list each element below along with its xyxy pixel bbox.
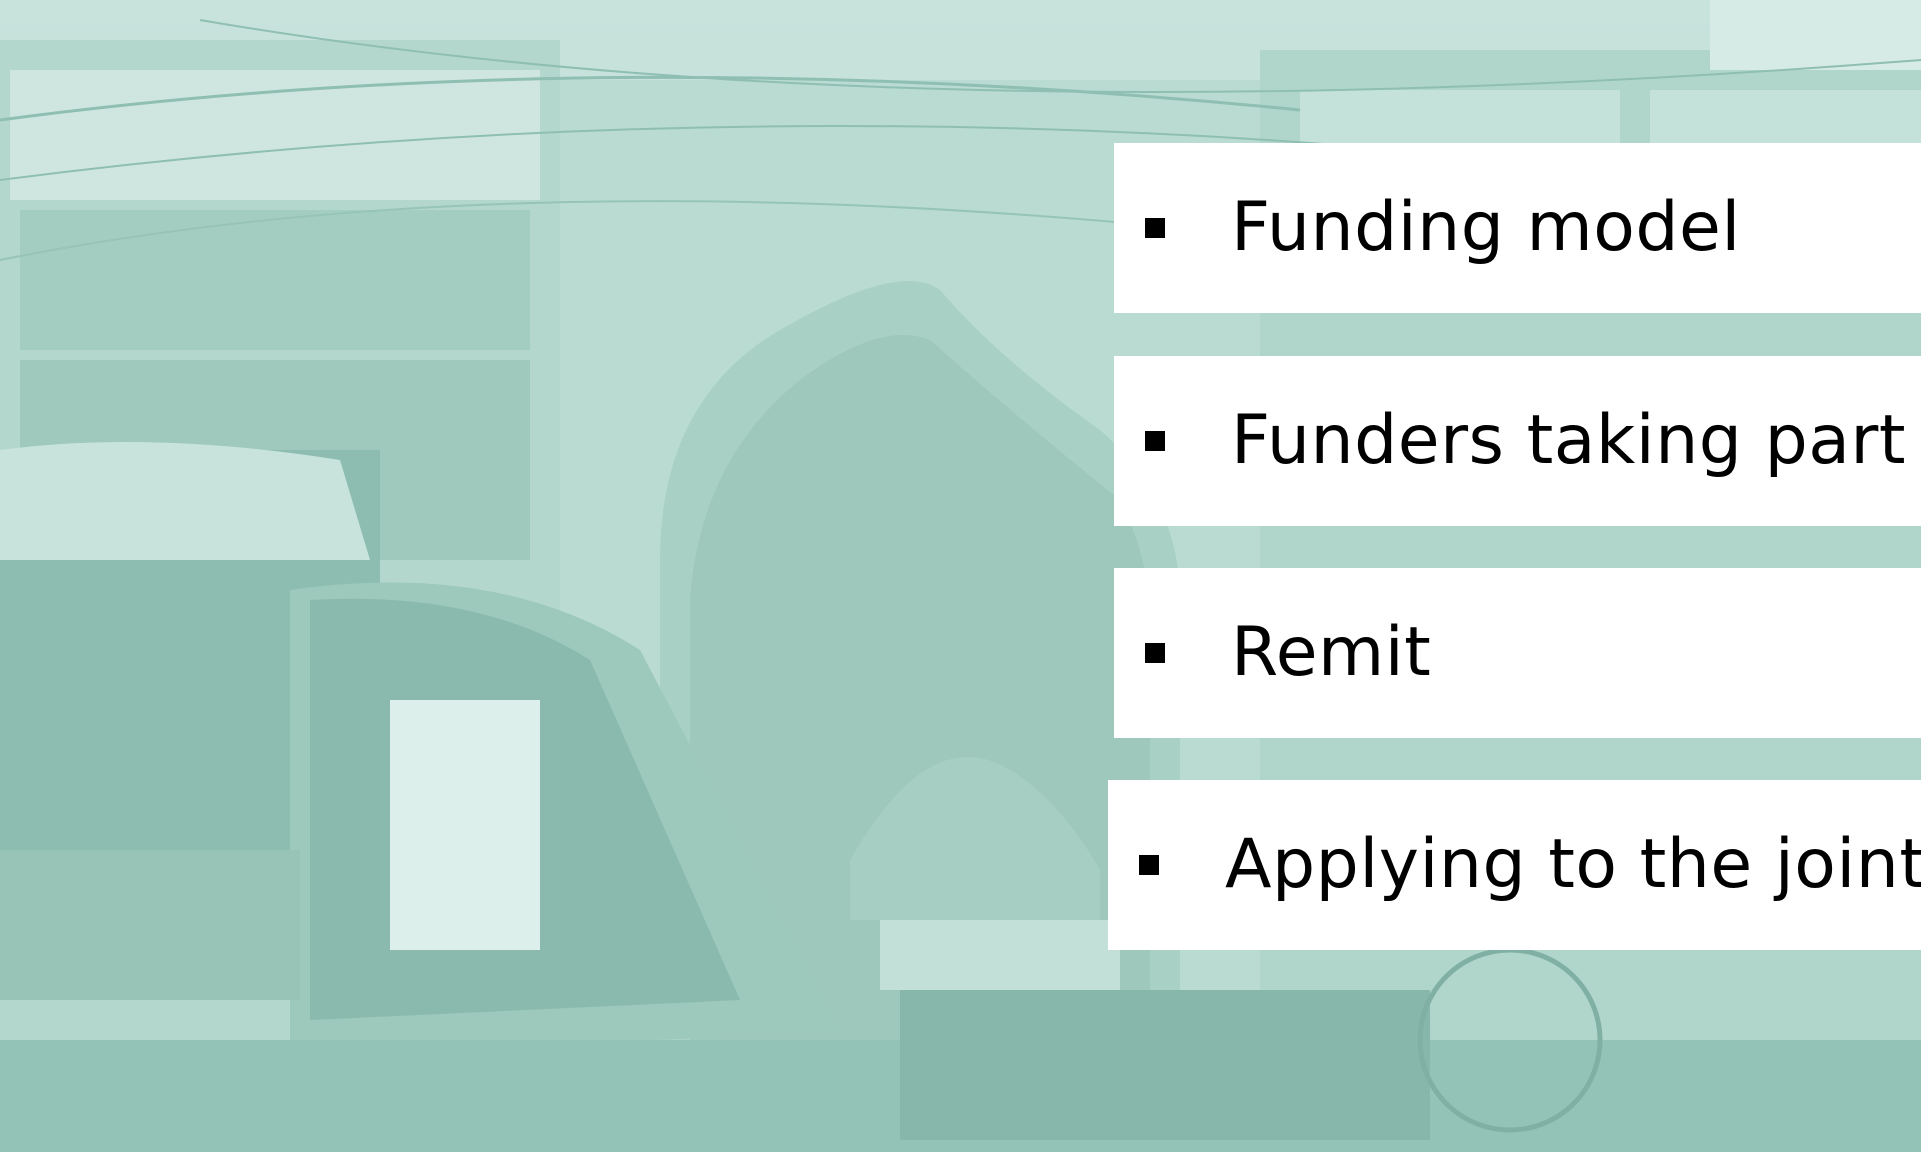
bullet-item-funding-model: Funding model <box>1114 143 1921 313</box>
bullet-label: Funders taking part <box>1231 401 1907 480</box>
bullet-label: Remit <box>1231 613 1432 692</box>
bullet-item-applying: Applying to the joint <box>1108 780 1921 950</box>
bullet-label: Funding model <box>1231 188 1741 267</box>
bullet-item-remit: Remit <box>1114 568 1921 738</box>
bullet-label: Applying to the joint <box>1225 825 1921 904</box>
square-bullet-icon <box>1145 643 1165 663</box>
square-bullet-icon <box>1139 855 1159 875</box>
square-bullet-icon <box>1145 218 1165 238</box>
square-bullet-icon <box>1145 431 1165 451</box>
bullet-item-funders-taking-part: Funders taking part <box>1114 356 1921 526</box>
